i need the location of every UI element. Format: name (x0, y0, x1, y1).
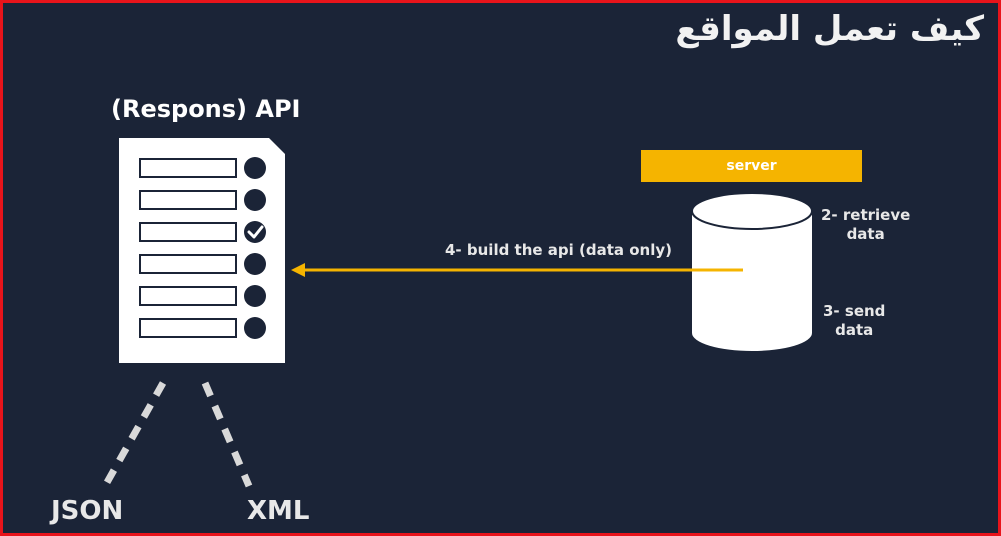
step-send-label: 3- send data (823, 302, 885, 340)
arrow-left-icon (291, 263, 743, 277)
step-send-line2: data (835, 321, 874, 339)
checklist-document-icon (119, 138, 285, 363)
step-retrieve-line2: data (846, 225, 885, 243)
dashed-connectors (101, 381, 253, 488)
step-send-line1: 3- send (823, 302, 886, 320)
step-retrieve-label: 2- retrieve data (821, 206, 910, 244)
page-title: كيف تعمل المواقع (675, 9, 984, 49)
format-xml-label: XML (247, 496, 310, 526)
check-icon (247, 225, 264, 239)
api-response-label: (Respons) API (111, 95, 301, 123)
format-json-label: JSON (51, 496, 124, 526)
database-cylinder-icon (691, 192, 813, 351)
step-retrieve-line1: 2- retrieve (821, 206, 911, 224)
server-label: server (641, 150, 862, 182)
arrow-label: 4- build the api (data only) (445, 241, 672, 259)
